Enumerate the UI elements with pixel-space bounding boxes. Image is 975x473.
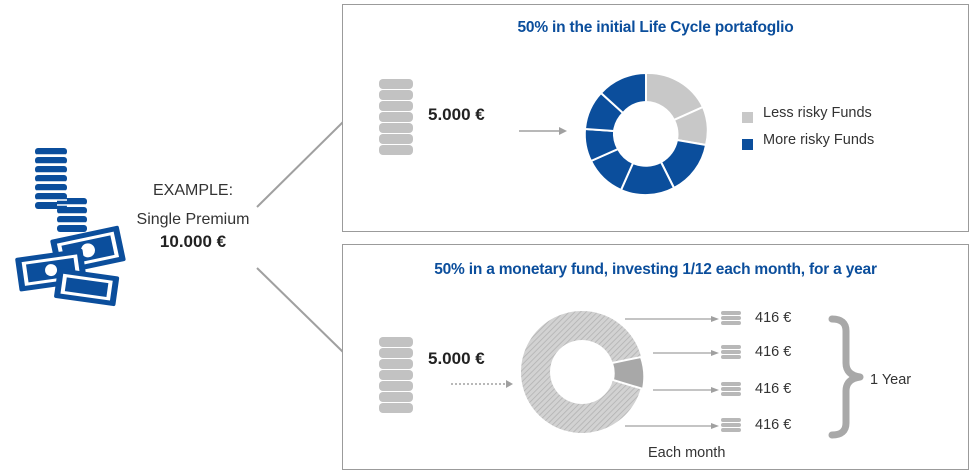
frequency-label: Each month — [648, 445, 726, 461]
legend-more-risky: More risky Funds — [763, 132, 875, 148]
life-cycle-donut — [583, 71, 709, 197]
coin-stack-icon — [379, 79, 413, 155]
bottom-panel: 50% in a monetary fund, investing 1/12 e… — [342, 244, 969, 470]
top-panel-title: 50% in the initial Life Cycle portafogli… — [517, 19, 794, 36]
premium-amount: 10.000 € — [159, 232, 227, 251]
installment-3: 416 € — [755, 381, 792, 397]
connector-bottom — [256, 267, 344, 353]
installment-arrows — [625, 316, 719, 429]
brace-icon — [828, 315, 864, 439]
bottom-amount: 5.000 € — [428, 349, 485, 368]
legend-less-risky: Less risky Funds — [763, 105, 872, 121]
coin-icon — [721, 345, 741, 359]
dotted-arrow-icon — [451, 380, 513, 388]
legend-swatch-less-risky — [742, 112, 753, 123]
premium-label: Single Premium — [136, 211, 250, 228]
installment-4: 416 € — [755, 417, 792, 433]
installment-1: 416 € — [755, 310, 792, 326]
connector-top — [256, 121, 344, 208]
coin-stack-icon — [379, 337, 413, 413]
installment-2: 416 € — [755, 344, 792, 360]
legend-swatch-more-risky — [742, 139, 753, 150]
coin-icon — [721, 382, 741, 396]
period-label: 1 Year — [870, 372, 912, 388]
arrow-icon — [519, 127, 567, 135]
money-stack-icon — [15, 148, 126, 307]
example-label: EXAMPLE: — [152, 182, 234, 199]
top-panel: 50% in the initial Life Cycle portafogli… — [342, 4, 969, 232]
coin-icon — [721, 311, 741, 325]
coin-icon — [721, 418, 741, 432]
bottom-panel-title: 50% in a monetary fund, investing 1/12 e… — [434, 261, 877, 278]
example-block: EXAMPLE: Single Premium 10.000 € — [118, 180, 268, 253]
monetary-fund-donut — [520, 311, 646, 433]
top-amount: 5.000 € — [428, 105, 485, 124]
